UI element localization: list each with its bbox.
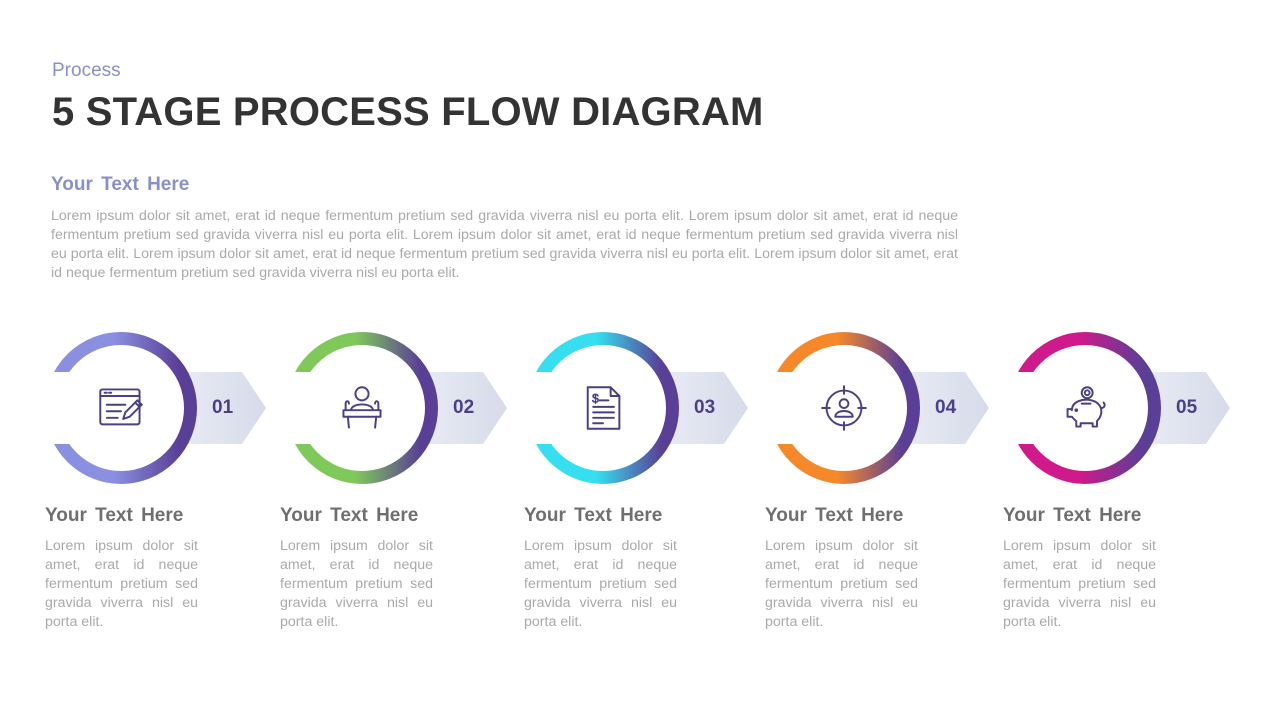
stage-card-text: Lorem ipsum dolor sit amet, erat id nequ… [45,538,198,630]
stage-2: 02 [286,332,507,484]
stage-number: 05 [1176,397,1198,418]
stage-card-title: Your Text Here [45,505,184,526]
stage-5: 05 [1009,332,1230,484]
stage-card-text: Lorem ipsum dolor sit amet, erat id nequ… [524,538,677,630]
stage-number: 04 [935,397,957,418]
stage-ring [527,332,679,484]
target-user-icon [821,385,867,431]
stage-number: 01 [212,397,234,418]
intro-paragraph: Lorem ipsum dolor sit amet, erat id nequ… [51,208,958,281]
stage-card-1: Your Text Here Lorem ipsum dolor sit ame… [45,505,198,632]
stage-ring [45,332,197,484]
stage-number: 03 [694,397,716,418]
slide-kicker: Process [52,60,121,81]
piggy-bank-icon [1066,386,1106,428]
stage-3: $03 [527,332,748,484]
edit-document-icon [99,388,143,426]
stage-card-title: Your Text Here [280,505,419,526]
stage-number: 02 [453,397,475,418]
stage-card-title: Your Text Here [1003,505,1142,526]
stage-4: 04 [768,332,989,484]
stage-card-5: Your Text Here Lorem ipsum dolor sit ame… [1003,505,1156,632]
stage-1: 01 [45,332,266,484]
stage-ring [286,332,438,484]
stage-card-title: Your Text Here [765,505,904,526]
stage-card-text: Lorem ipsum dolor sit amet, erat id nequ… [280,538,433,630]
intro-heading: Your Text Here [51,174,190,195]
stage-card-text: Lorem ipsum dolor sit amet, erat id nequ… [765,538,918,630]
stage-card-title: Your Text Here [524,505,663,526]
stage-card-4: Your Text Here Lorem ipsum dolor sit ame… [765,505,918,632]
stage-card-2: Your Text Here Lorem ipsum dolor sit ame… [280,505,433,632]
speaker-podium-icon [342,386,382,429]
invoice-document-icon: $ [586,386,621,430]
slide-title: 5 STAGE PROCESS FLOW DIAGRAM [52,90,764,134]
stage-ring [1009,332,1161,484]
svg-text:$: $ [592,392,599,406]
stage-card-3: Your Text Here Lorem ipsum dolor sit ame… [524,505,677,632]
stage-card-text: Lorem ipsum dolor sit amet, erat id nequ… [1003,538,1156,630]
